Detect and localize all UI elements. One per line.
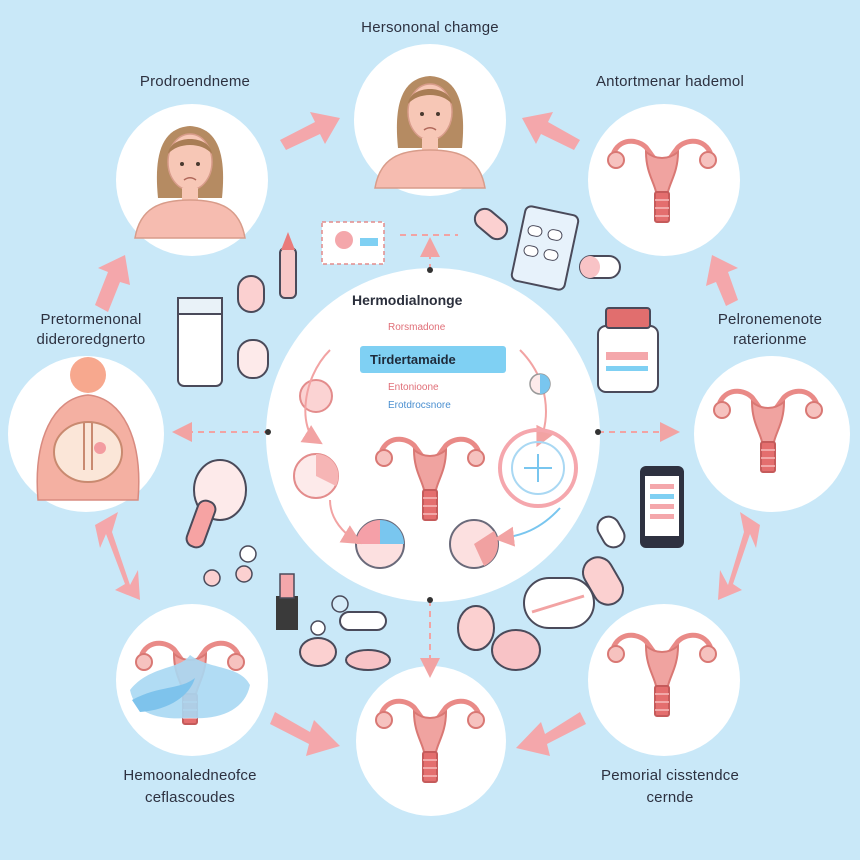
center-highlight: Tirdertamaide xyxy=(360,346,506,373)
blister-pack-icon xyxy=(510,205,580,291)
node-label-mid-right-2: raterionme xyxy=(733,331,807,348)
node-label-bottom-right-2: cernde xyxy=(646,789,694,806)
node-label-top-left: Prodroendneme xyxy=(139,73,251,90)
center-title: Hermodialnonge xyxy=(352,292,463,308)
node-label-bottom-left-1: Hemoonaledneofce xyxy=(123,767,257,784)
center-item-2: Entonioone xyxy=(388,382,439,393)
lipstick-icon xyxy=(276,573,298,630)
phone-icon xyxy=(640,466,684,548)
center-item-3: Erotdrocsnore xyxy=(388,400,451,411)
node-label-bottom-left-2: ceflascoudes xyxy=(145,789,235,806)
top-title: Hersononal chamge xyxy=(361,19,499,36)
node-label-mid-left-2: dideroredgnerto xyxy=(36,331,146,348)
pill-icon xyxy=(203,207,626,671)
node-label-mid-left-1: Pretormenonal xyxy=(40,311,142,328)
medicine-bottle-icon xyxy=(177,297,659,393)
center-item-1: Rorsmadone xyxy=(388,322,446,333)
card-icon xyxy=(321,221,385,265)
node-label-bottom-right-1: Pemorial cisstendce xyxy=(600,767,740,784)
breast-pump-icon xyxy=(185,459,247,549)
node-label-mid-right-1: Pelronemenote xyxy=(717,311,823,328)
node-label-top-right: Antortmenar hademol xyxy=(595,73,745,90)
